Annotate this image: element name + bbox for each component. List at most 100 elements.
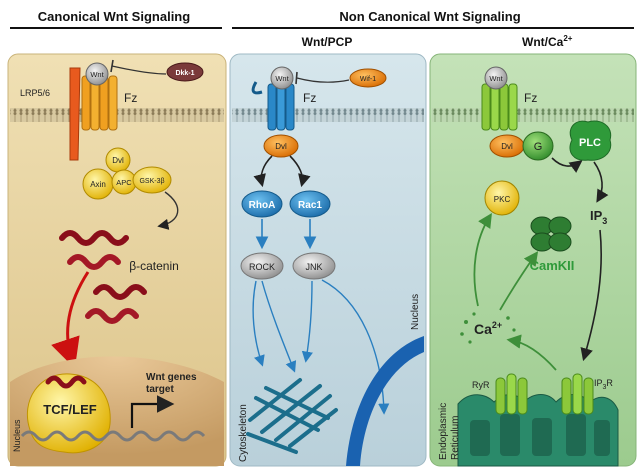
dkk-label: Dkk-1 [175, 70, 194, 77]
dvl-to-rhoa-arrow [253, 155, 273, 188]
complex-to-catenin-arrow [157, 191, 179, 230]
ca-dot-4 [506, 316, 510, 320]
axin-label: Axin [90, 180, 106, 189]
er-block-1 [470, 420, 490, 456]
filament-6 [288, 408, 338, 448]
ca-wnt-ligand [484, 66, 508, 90]
jnk-to-nucleus-arrow [321, 279, 390, 415]
ryr-subunit-2 [506, 373, 517, 415]
ca-dot-2 [472, 312, 476, 316]
catenin-to-nucleus-arrow [51, 271, 90, 369]
er-block-2 [500, 414, 520, 456]
er-label-line1: Endoplasmic [438, 403, 449, 460]
er-cisternae [470, 414, 610, 456]
ca-fz-helix-4 [508, 83, 518, 131]
ip3r-sub: 3 [603, 384, 607, 391]
ip3r-label: IP3R [594, 378, 613, 391]
ca-to-pkc-arrow [473, 212, 492, 307]
tcf-lef-label: TCF/LEF [43, 402, 96, 417]
ip3r-suffix: R [606, 378, 613, 388]
ca-fz-helix-1 [481, 83, 491, 131]
ca-fz-label: Fz [524, 91, 537, 105]
plc-to-ip3-arrow [593, 161, 609, 203]
canonical-fz-label: Fz [124, 91, 137, 105]
pcp-nucleus-label: Nucleus [410, 294, 421, 330]
pcp-nuclear-envelope [346, 336, 424, 466]
filament-4 [254, 396, 320, 432]
ca-dot-1 [464, 320, 468, 324]
noncanonical-header: Non Canonical Wnt Signaling [339, 9, 520, 24]
jnk-protein [292, 252, 336, 280]
lrp-receptor [69, 67, 81, 161]
ca-ion-sup: 2+ [492, 320, 502, 330]
pkc-kinase [484, 180, 520, 216]
canonical-dna [20, 430, 206, 442]
dvl-to-rac1-arrow [289, 155, 311, 188]
camkii-subunit-2 [548, 216, 572, 236]
wnt-genes-label-2: target [146, 384, 174, 395]
lrp-label: LRP5/6 [20, 88, 50, 98]
ip3-label: IP3 [590, 208, 607, 226]
ip3-sub: 3 [602, 216, 607, 226]
wif-label: Wif-1 [360, 76, 376, 83]
er-to-ca-arrow [506, 334, 557, 371]
er-block-4 [566, 414, 586, 456]
wif-inhibitor [349, 68, 387, 88]
g-protein-label: G [534, 141, 543, 153]
pcp-wnt-label: Wnt [275, 74, 289, 83]
er-block-5 [594, 420, 610, 456]
camkii-label: CamKII [530, 258, 575, 273]
pcp-fz-helix-1 [267, 83, 277, 131]
filament-2 [260, 384, 322, 434]
ca-header-text: Wnt/Ca [522, 35, 564, 49]
ca-wnt-label: Wnt [489, 74, 503, 83]
canonical-header: Canonical Wnt Signaling [38, 9, 190, 24]
plc-label: PLC [579, 137, 601, 149]
ca-ion-label: Ca2+ [474, 320, 502, 337]
wif-inhibition-line [296, 77, 350, 83]
wnt-genes-label-1: Wnt genes [146, 372, 197, 383]
ryr-subunit-1 [495, 377, 506, 415]
filament-7 [246, 432, 298, 454]
calcium-ions [460, 312, 516, 344]
ca-fz-helix-3 [499, 83, 509, 131]
ip3-text: IP [590, 208, 603, 223]
ca-dot-3 [460, 332, 464, 336]
cytoskeleton-filaments [246, 378, 338, 454]
canonical-nucleus-label: Nucleus [12, 419, 22, 452]
rock-protein [240, 252, 284, 280]
ca-header: Wnt/Ca2+ [522, 34, 573, 49]
canonical-dvl-label: Dvl [112, 156, 124, 165]
filament-3 [274, 394, 332, 442]
beta-catenin-cluster [59, 230, 147, 324]
ca-dvl-label: Dvl [501, 142, 513, 151]
wif-inhibition-bar [295, 71, 298, 85]
ryr-subunit-3 [517, 377, 528, 415]
gsk-protein [132, 166, 172, 194]
jnk-to-cytoskeleton-arrow [301, 280, 313, 363]
rock-label: ROCK [249, 262, 275, 272]
catenin-coil-2 [67, 254, 121, 270]
camkii-complex [530, 216, 572, 252]
ip3r-subunit-2 [572, 373, 583, 415]
ip3r-subunit-1 [561, 377, 572, 415]
ryr-channel [495, 373, 528, 415]
pcp-dvl-label: Dvl [275, 142, 287, 151]
rhoa-label: RhoA [249, 200, 276, 211]
rac1-label: Rac1 [298, 200, 322, 211]
ip3r-subunit-3 [583, 377, 594, 415]
fz-helix-1 [81, 75, 91, 131]
ca-fz-helix-2 [490, 83, 500, 131]
dkk-inhibition-line [111, 65, 167, 75]
nuclear-catenin [45, 375, 87, 389]
rhoa-protein [241, 190, 283, 218]
cytoskeleton-label: Cytoskeleton [238, 404, 249, 462]
ip3r-text: IP [594, 378, 603, 388]
filament-5 [264, 386, 330, 420]
rac1-protein [289, 190, 331, 218]
canonical-wnt-label: Wnt [90, 70, 104, 79]
dkk-inhibitor [166, 62, 204, 82]
ca-to-camkii-arrow [499, 251, 539, 311]
